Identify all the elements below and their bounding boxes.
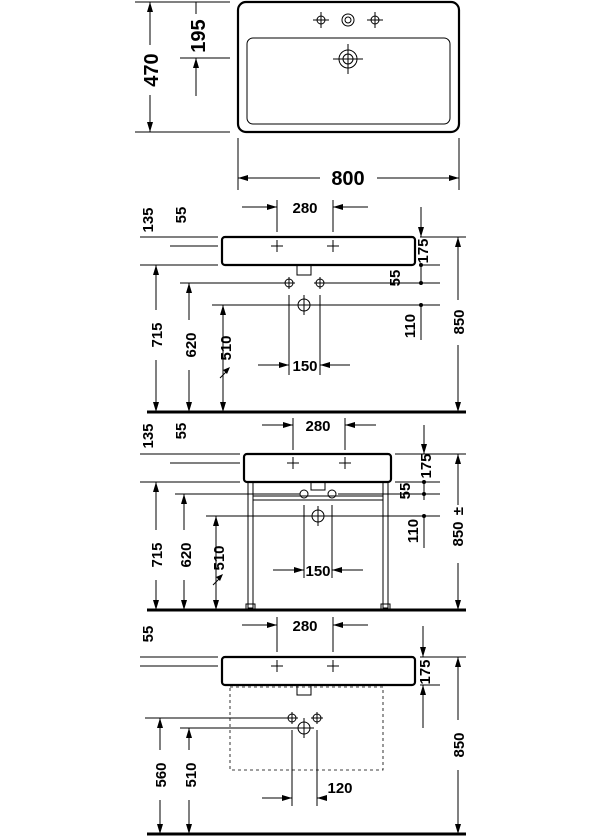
vanity-view: 280 55 560 510 120 175 xyxy=(140,617,468,836)
dim-55: 55 xyxy=(173,423,190,440)
dim-715: 715 xyxy=(149,322,166,347)
dim-470: 470 xyxy=(141,53,163,86)
tap-hole-icon xyxy=(271,660,283,672)
vanity-unit-outline xyxy=(229,686,384,771)
basin-outline-front xyxy=(220,235,417,267)
dim-715: 715 xyxy=(149,542,166,567)
tap-hole-icon xyxy=(271,240,283,252)
supply-connection-icon xyxy=(299,489,309,499)
dim-150: 150 xyxy=(305,563,330,580)
dim-55: 55 xyxy=(173,207,190,224)
dim-135: 135 xyxy=(140,423,157,448)
tap-hole-icon xyxy=(341,13,355,27)
basin-outline-top xyxy=(236,0,461,134)
dim-620: 620 xyxy=(178,542,195,567)
tap-hole-icon xyxy=(327,660,339,672)
supply-connection-icon xyxy=(314,277,326,289)
tap-hole-icon xyxy=(327,240,339,252)
dim-850-prefix: ± xyxy=(450,507,467,515)
dim-510: 510 xyxy=(183,762,200,787)
waste-outlet-icon xyxy=(294,295,314,315)
supply-connection-icon xyxy=(311,712,323,724)
tap-hole-icon xyxy=(313,12,329,28)
dim-850: 850 xyxy=(451,732,468,757)
console-frame xyxy=(245,481,391,611)
dim-175: 175 xyxy=(418,453,435,478)
dim-110: 110 xyxy=(402,314,419,338)
dim-55-side: 55 xyxy=(387,270,404,287)
basin-bowl-top xyxy=(246,37,451,125)
dim-280: 280 xyxy=(292,200,317,217)
dim-175: 175 xyxy=(415,238,432,263)
dim-175: 175 xyxy=(417,659,434,684)
dim-280: 280 xyxy=(305,418,330,435)
dim-195: 195 xyxy=(188,19,210,52)
supply-connection-icon xyxy=(286,712,298,724)
dim-110: 110 xyxy=(405,519,422,543)
console-view: 280 135 55 715 620 510 150 xyxy=(140,418,467,612)
wall-view-1: 280 135 55 715 620 510 150 xyxy=(140,200,468,414)
dim-120: 120 xyxy=(327,780,352,797)
dim-55-side: 55 xyxy=(397,483,414,500)
basin-outline-front xyxy=(220,655,417,687)
dim-150: 150 xyxy=(292,358,317,375)
tap-hole-icon xyxy=(287,457,299,469)
waste-outlet-icon xyxy=(294,718,314,738)
tap-hole-icon xyxy=(367,12,383,28)
dim-620: 620 xyxy=(183,332,200,357)
dim-135: 135 xyxy=(140,207,157,232)
dim-850: 850 xyxy=(450,521,467,546)
dim-800: 800 xyxy=(331,168,364,190)
dim-850: 850 xyxy=(451,309,468,334)
dim-280: 280 xyxy=(292,618,317,635)
basin-outline-front xyxy=(242,452,393,484)
top-view: 470 195 800 xyxy=(135,0,461,190)
drain-icon xyxy=(333,44,363,74)
dim-510: 510 xyxy=(218,335,235,360)
dim-560: 560 xyxy=(153,762,170,787)
tap-hole-icon xyxy=(339,457,351,469)
dim-55: 55 xyxy=(140,626,157,643)
supply-connection-icon xyxy=(327,489,337,499)
dim-510: 510 xyxy=(211,545,228,570)
